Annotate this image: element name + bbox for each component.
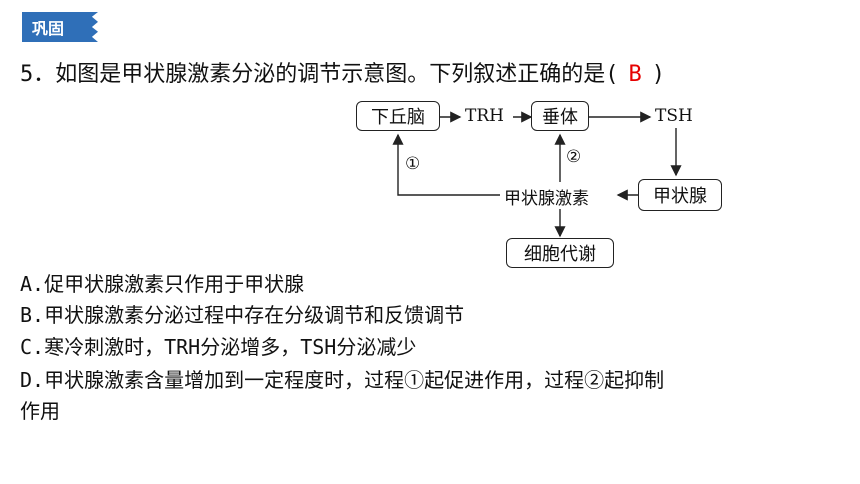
option-d-continued: 作用 [20, 399, 60, 423]
option-b: B.甲状腺激素分泌过程中存在分级调节和反馈调节 [20, 303, 465, 327]
trh-label: TRH [465, 106, 504, 126]
tsh-label: TSH [655, 106, 693, 126]
process-2-label: ② [566, 147, 582, 167]
thyroid-box: 甲状腺 [638, 179, 722, 211]
hormone-label: 甲状腺激素 [502, 184, 591, 209]
answer-letter: B [628, 62, 642, 87]
arrow-feedback-1 [392, 133, 500, 196]
option-d: D.甲状腺激素含量增加到一定程度时，过程①起促进作用，过程②起抑制 [20, 368, 665, 392]
option-c: C.寒冷刺激时，TRH分泌增多，TSH分泌减少 [20, 335, 417, 359]
option-a: A.促甲状腺激素只作用于甲状腺 [20, 272, 305, 296]
metabolism-box: 细胞代谢 [506, 238, 614, 268]
section-tag: 巩固 [22, 12, 98, 42]
pituitary-box: 垂体 [531, 101, 589, 131]
process-1-label: ① [405, 154, 421, 174]
question-prefix: 5．如图是甲状腺激素分泌的调节示意图。下列叙述正确的是( [20, 62, 619, 87]
question-text: 5．如图是甲状腺激素分泌的调节示意图。下列叙述正确的是( B) [20, 56, 665, 88]
hypothalamus-box: 下丘脑 [356, 101, 440, 131]
question-suffix: ) [651, 62, 665, 87]
